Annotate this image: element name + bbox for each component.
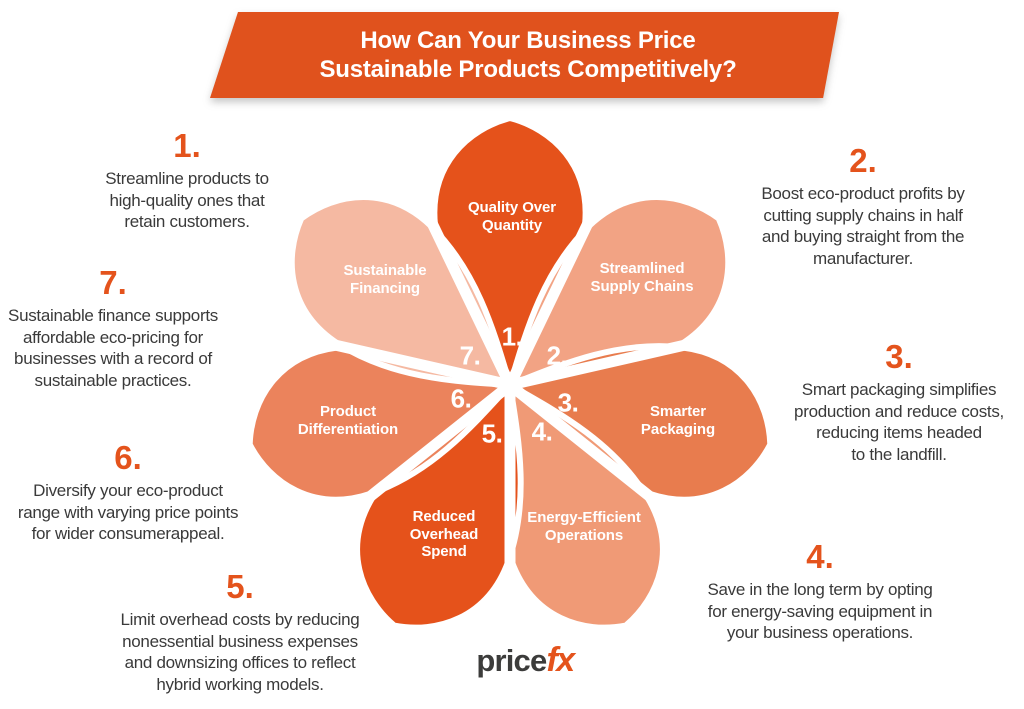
center-number-5: 5. (481, 418, 503, 449)
center-number-4: 4. (531, 416, 553, 447)
note-number-6: 6. (114, 439, 142, 476)
note-number-4: 4. (806, 538, 834, 575)
note-block-4: 4. Save in the long term by opting for e… (695, 540, 945, 644)
note-number-1: 1. (173, 127, 201, 164)
pricefx-logo-price: price (476, 643, 547, 678)
page-title-line-1: How Can Your Business Price (360, 27, 696, 54)
note-block-2: 2. Boost eco-product profits by cutting … (738, 144, 988, 269)
title-banner: How Can Your Business Price Sustainable … (210, 12, 846, 98)
center-number-3: 3. (557, 387, 579, 418)
center-number-7: 7. (459, 340, 481, 371)
note-number-2: 2. (849, 142, 877, 179)
note-block-7: 7. Sustainable finance supports affordab… (0, 266, 238, 391)
note-number-5: 5. (226, 568, 254, 605)
pricefx-logo-fx: fx (546, 641, 575, 679)
note-number-7: 7. (99, 264, 127, 301)
petal-separators (280, 172, 740, 620)
title-banner-shape: How Can Your Business Price Sustainable … (210, 12, 840, 98)
note-block-6: 6. Diversify your eco-product range with… (3, 441, 253, 545)
petal-7-sustainable-financing (288, 194, 513, 388)
center-number-2: 2. (546, 340, 568, 371)
note-block-3: 3. Smart packaging simplifies production… (774, 340, 1024, 465)
note-block-1: 1. Streamline products to high-quality o… (62, 129, 312, 233)
page-title-line-2: Sustainable Products Competitively? (319, 56, 737, 83)
petal-flower-diagram (246, 115, 774, 631)
note-block-5: 5. Limit overhead costs by reducing none… (115, 570, 365, 695)
note-number-3: 3. (885, 338, 913, 375)
center-number-1: 1. (501, 321, 523, 352)
center-number-6: 6. (450, 383, 472, 414)
